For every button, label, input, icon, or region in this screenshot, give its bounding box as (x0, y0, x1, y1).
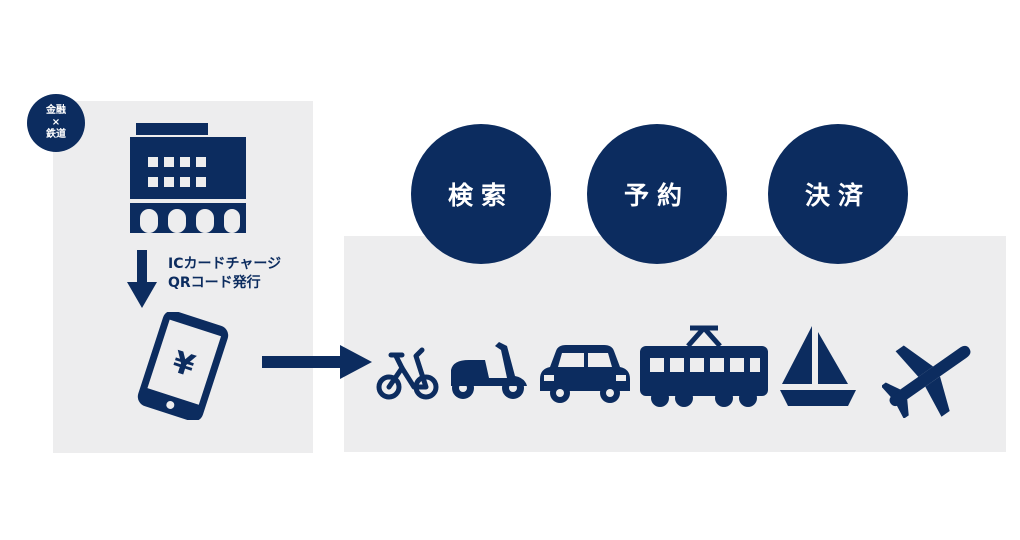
reserve-circle: 予約 (587, 124, 727, 264)
badge-line-1: 金融 (46, 105, 66, 116)
down-arrow-icon (127, 250, 157, 308)
search-circle: 検索 (411, 124, 551, 264)
smartphone-icon: ¥ (137, 312, 229, 420)
badge-line-3: 鉄道 (46, 129, 66, 140)
reserve-label: 予約 (623, 181, 690, 210)
payment-circle: 決済 (768, 124, 908, 264)
train-icon (640, 325, 768, 407)
qr-code-issue-label: QRコード発行 (168, 275, 261, 291)
sailboat-icon (780, 326, 856, 406)
mobility-panel (344, 236, 1006, 452)
search-label: 検索 (447, 181, 514, 210)
airplane-icon (882, 345, 971, 418)
building-icon (130, 123, 246, 233)
flow-labels: ICカードチャージ QRコード発行 (168, 255, 281, 293)
bicycle-icon (376, 347, 439, 400)
payment-label: 決済 (804, 181, 871, 210)
right-arrow-icon (262, 345, 372, 379)
car-icon (540, 345, 630, 403)
badge-line-2: × (51, 117, 61, 128)
finance-railway-badge: 金融 × 鉄道 (27, 94, 85, 152)
ic-card-charge-label: ICカードチャージ (168, 256, 282, 272)
scooter-icon (451, 342, 527, 399)
